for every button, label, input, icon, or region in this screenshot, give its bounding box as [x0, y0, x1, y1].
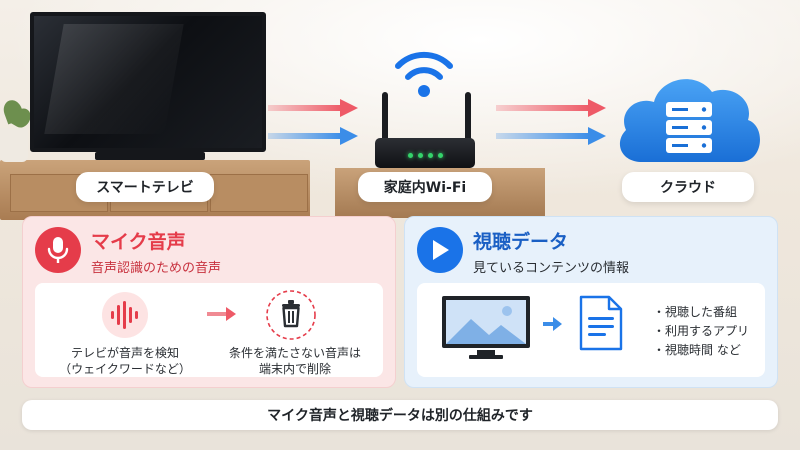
viewing-panel-subtitle: 見ているコンテンツの情報 [473, 261, 630, 276]
list-item: 視聴時間 など [653, 341, 749, 360]
mic-panel-subtitle: 音声認識のための音声 [91, 261, 222, 276]
mic-icon-badge [35, 227, 81, 273]
play-icon [433, 240, 449, 260]
viewing-data-list: 視聴した番組 利用するアプリ 視聴時間 など [653, 303, 749, 360]
wifi-icon [395, 51, 453, 97]
detect-caption: テレビが音声を検知 （ウェイクワードなど） [59, 346, 191, 376]
sound-wave-icon [102, 292, 148, 338]
cloud-label: クラウド [622, 172, 754, 202]
mic-panel-title: マイク音声 [91, 231, 186, 253]
arrow-router-to-cloud-blue [496, 127, 606, 145]
tv-label: スマートテレビ [76, 172, 214, 202]
router-label: 家庭内Wi-Fi [358, 172, 492, 202]
list-item: 利用するアプリ [653, 322, 749, 341]
viewing-panel-content: 視聴した番組 利用するアプリ 視聴時間 など [417, 283, 765, 377]
delete-caption: 条件を満たさない音声は 端末内で削除 [228, 346, 361, 376]
arrow-tv-to-router-red [268, 99, 358, 117]
viewing-panel-title: 視聴データ [473, 231, 569, 253]
arrow-right-icon [207, 307, 236, 321]
cloud-server-icon [619, 79, 760, 162]
play-icon-badge [417, 227, 463, 273]
list-item: 視聴した番組 [653, 303, 749, 322]
document-icon [579, 295, 623, 351]
arrow-right-icon [543, 317, 562, 331]
mic-panel-content: テレビが音声を検知 （ウェイクワードなど） 条件を満たさない音声は 端末内で削除 [35, 283, 383, 377]
viewing-panel: 視聴データ 見ているコンテンツの情報 視聴した番組 利用するアプリ 視聴時間 な… [404, 216, 778, 388]
footer-note: マイク音声と視聴データは別の仕組みです [22, 400, 778, 430]
monitor-icon [442, 296, 530, 359]
trash-icon [266, 290, 316, 340]
arrow-router-to-cloud-red [496, 99, 606, 117]
microphone-icon [47, 237, 69, 263]
mic-panel: マイク音声 音声認識のための音声 テレビが音声を検知 （ウェイクワードなど） [22, 216, 396, 388]
arrow-tv-to-router-blue [268, 127, 358, 145]
